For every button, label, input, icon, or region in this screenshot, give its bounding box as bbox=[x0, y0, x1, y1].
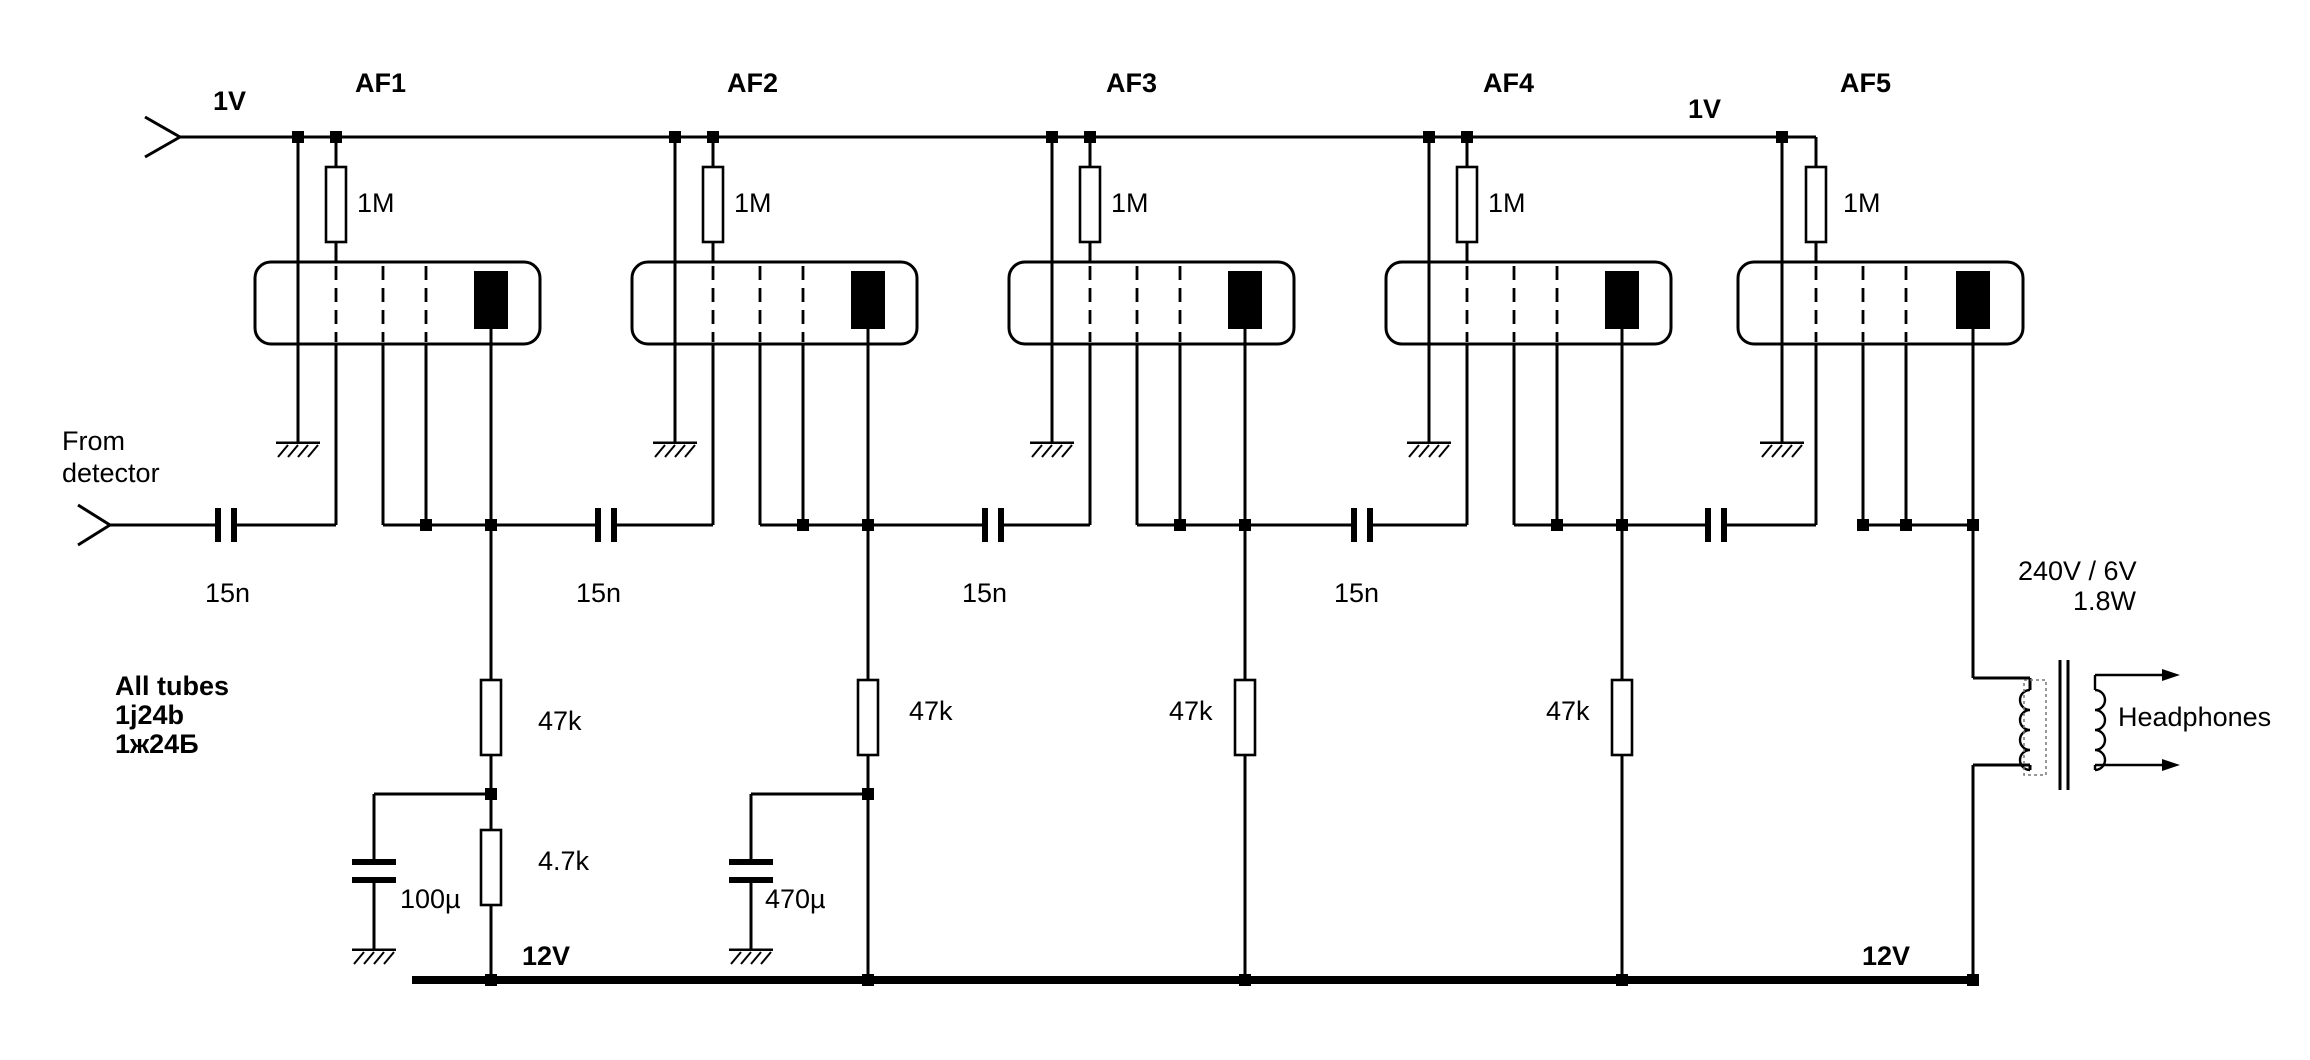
junction-dot bbox=[420, 519, 432, 531]
junction-dot bbox=[862, 974, 874, 986]
coupling-capacitor-af2-af3 bbox=[868, 508, 1090, 542]
grid-resistor bbox=[324, 165, 348, 244]
input-label-detector: detector bbox=[62, 458, 160, 488]
load-resistor bbox=[1610, 678, 1634, 757]
ground-symbol bbox=[1758, 441, 1806, 459]
junction-dot bbox=[1776, 131, 1788, 143]
vacuum-tube bbox=[253, 260, 542, 346]
stage-af4: AF4 1M 47k bbox=[1384, 68, 1673, 986]
coupling-capacitor-value: 15n bbox=[1334, 578, 1379, 608]
coupling-capacitor-value: 15n bbox=[576, 578, 621, 608]
decoupling-resistor bbox=[479, 828, 503, 907]
transformer-rating-power: 1.8W bbox=[2073, 586, 2137, 616]
tube-anode bbox=[1228, 271, 1262, 329]
junction-dot bbox=[1239, 974, 1251, 986]
grid-resistor-value: 1M bbox=[1488, 188, 1526, 218]
stage-label: AF5 bbox=[1840, 68, 1891, 98]
vacuum-tube bbox=[1384, 260, 1673, 346]
transformer-rating-voltage: 240V / 6V bbox=[2018, 556, 2137, 586]
note-tube-type-latin: 1j24b bbox=[115, 700, 184, 730]
load-resistor-value: 47k bbox=[1546, 696, 1590, 726]
input-coupling-capacitor bbox=[215, 508, 336, 542]
ground-symbol bbox=[651, 441, 699, 459]
decoupling-resistor-value: 4.7k bbox=[538, 846, 590, 876]
rail-voltage-top-right: 1V bbox=[1688, 94, 1721, 124]
junction-dot bbox=[797, 519, 809, 531]
rail-voltage-top-left: 1V bbox=[213, 86, 246, 116]
note-tube-type-cyrillic: 1ж24Б bbox=[115, 729, 199, 759]
ground-symbol bbox=[1028, 441, 1076, 459]
grid-resistor bbox=[1455, 165, 1479, 244]
input-label-from: From bbox=[62, 426, 125, 456]
tube-anode bbox=[1956, 271, 1990, 329]
junction-dot bbox=[1616, 974, 1628, 986]
decoupling-capacitor-value: 100µ bbox=[400, 884, 461, 914]
input-coupling-capacitor-value: 15n bbox=[205, 578, 250, 608]
coupling-capacitor-af3-af4 bbox=[1245, 508, 1467, 542]
load-resistor-value: 47k bbox=[909, 696, 953, 726]
tube-anode bbox=[1605, 271, 1639, 329]
load-resistor-value: 47k bbox=[538, 706, 582, 736]
ground-symbol bbox=[727, 948, 775, 966]
coupling-capacitor-value: 15n bbox=[962, 578, 1007, 608]
stage-label: AF4 bbox=[1483, 68, 1534, 98]
output-transformer bbox=[1971, 525, 2180, 980]
load-resistor bbox=[1233, 678, 1257, 757]
load-resistor-value: 47k bbox=[1169, 696, 1213, 726]
junction-dot bbox=[1174, 519, 1186, 531]
grid-resistor-value: 1M bbox=[1843, 188, 1881, 218]
secondary-winding bbox=[2094, 688, 2107, 772]
output-arrow bbox=[2162, 669, 2180, 681]
vacuum-tube bbox=[1736, 260, 2025, 346]
stage-label: AF1 bbox=[355, 68, 406, 98]
grid-resistor-value: 1M bbox=[357, 188, 395, 218]
tube-anode bbox=[851, 271, 885, 329]
junction-dot bbox=[1551, 519, 1563, 531]
coupling-capacitor-af4-af5 bbox=[1622, 508, 1816, 542]
vacuum-tube bbox=[630, 260, 919, 346]
grid-resistor bbox=[701, 165, 725, 244]
ground-symbol bbox=[1405, 441, 1453, 459]
load-resistor bbox=[479, 678, 503, 757]
headphones-label: Headphones bbox=[2118, 702, 2271, 732]
decoupling-capacitor-value: 470µ bbox=[765, 884, 826, 914]
rail-voltage-bottom-left: 12V bbox=[522, 941, 570, 971]
output-arrow bbox=[2162, 759, 2180, 771]
ground-symbol bbox=[350, 948, 398, 966]
stage-label: AF2 bbox=[727, 68, 778, 98]
stage-af2: AF2 1M 47k 470µ bbox=[630, 68, 953, 986]
stage-af5: AF5 1M bbox=[1736, 68, 2025, 531]
input-terminal bbox=[77, 503, 218, 547]
grid-resistor-value: 1M bbox=[734, 188, 772, 218]
coupling-capacitor-af1-af2 bbox=[491, 508, 713, 542]
stage-af1: AF1 1M 47k 4.7k bbox=[253, 68, 590, 986]
rail-voltage-bottom-right: 12V bbox=[1862, 941, 1910, 971]
filament-rail-1v bbox=[144, 115, 1782, 159]
junction-dot bbox=[1967, 974, 1979, 986]
ground-symbol bbox=[274, 441, 322, 459]
stage-af3: AF3 1M 47k bbox=[1007, 68, 1296, 986]
stage-label: AF3 bbox=[1106, 68, 1157, 98]
junction-dot bbox=[485, 974, 497, 986]
grid-resistor bbox=[1804, 165, 1828, 244]
note-all-tubes: All tubes bbox=[115, 671, 229, 701]
grid-resistor-value: 1M bbox=[1111, 188, 1149, 218]
primary-winding bbox=[2018, 688, 2031, 772]
grid-resistor bbox=[1078, 165, 1102, 244]
tube-anode bbox=[474, 271, 508, 329]
load-resistor bbox=[856, 678, 880, 757]
vacuum-tube bbox=[1007, 260, 1296, 346]
